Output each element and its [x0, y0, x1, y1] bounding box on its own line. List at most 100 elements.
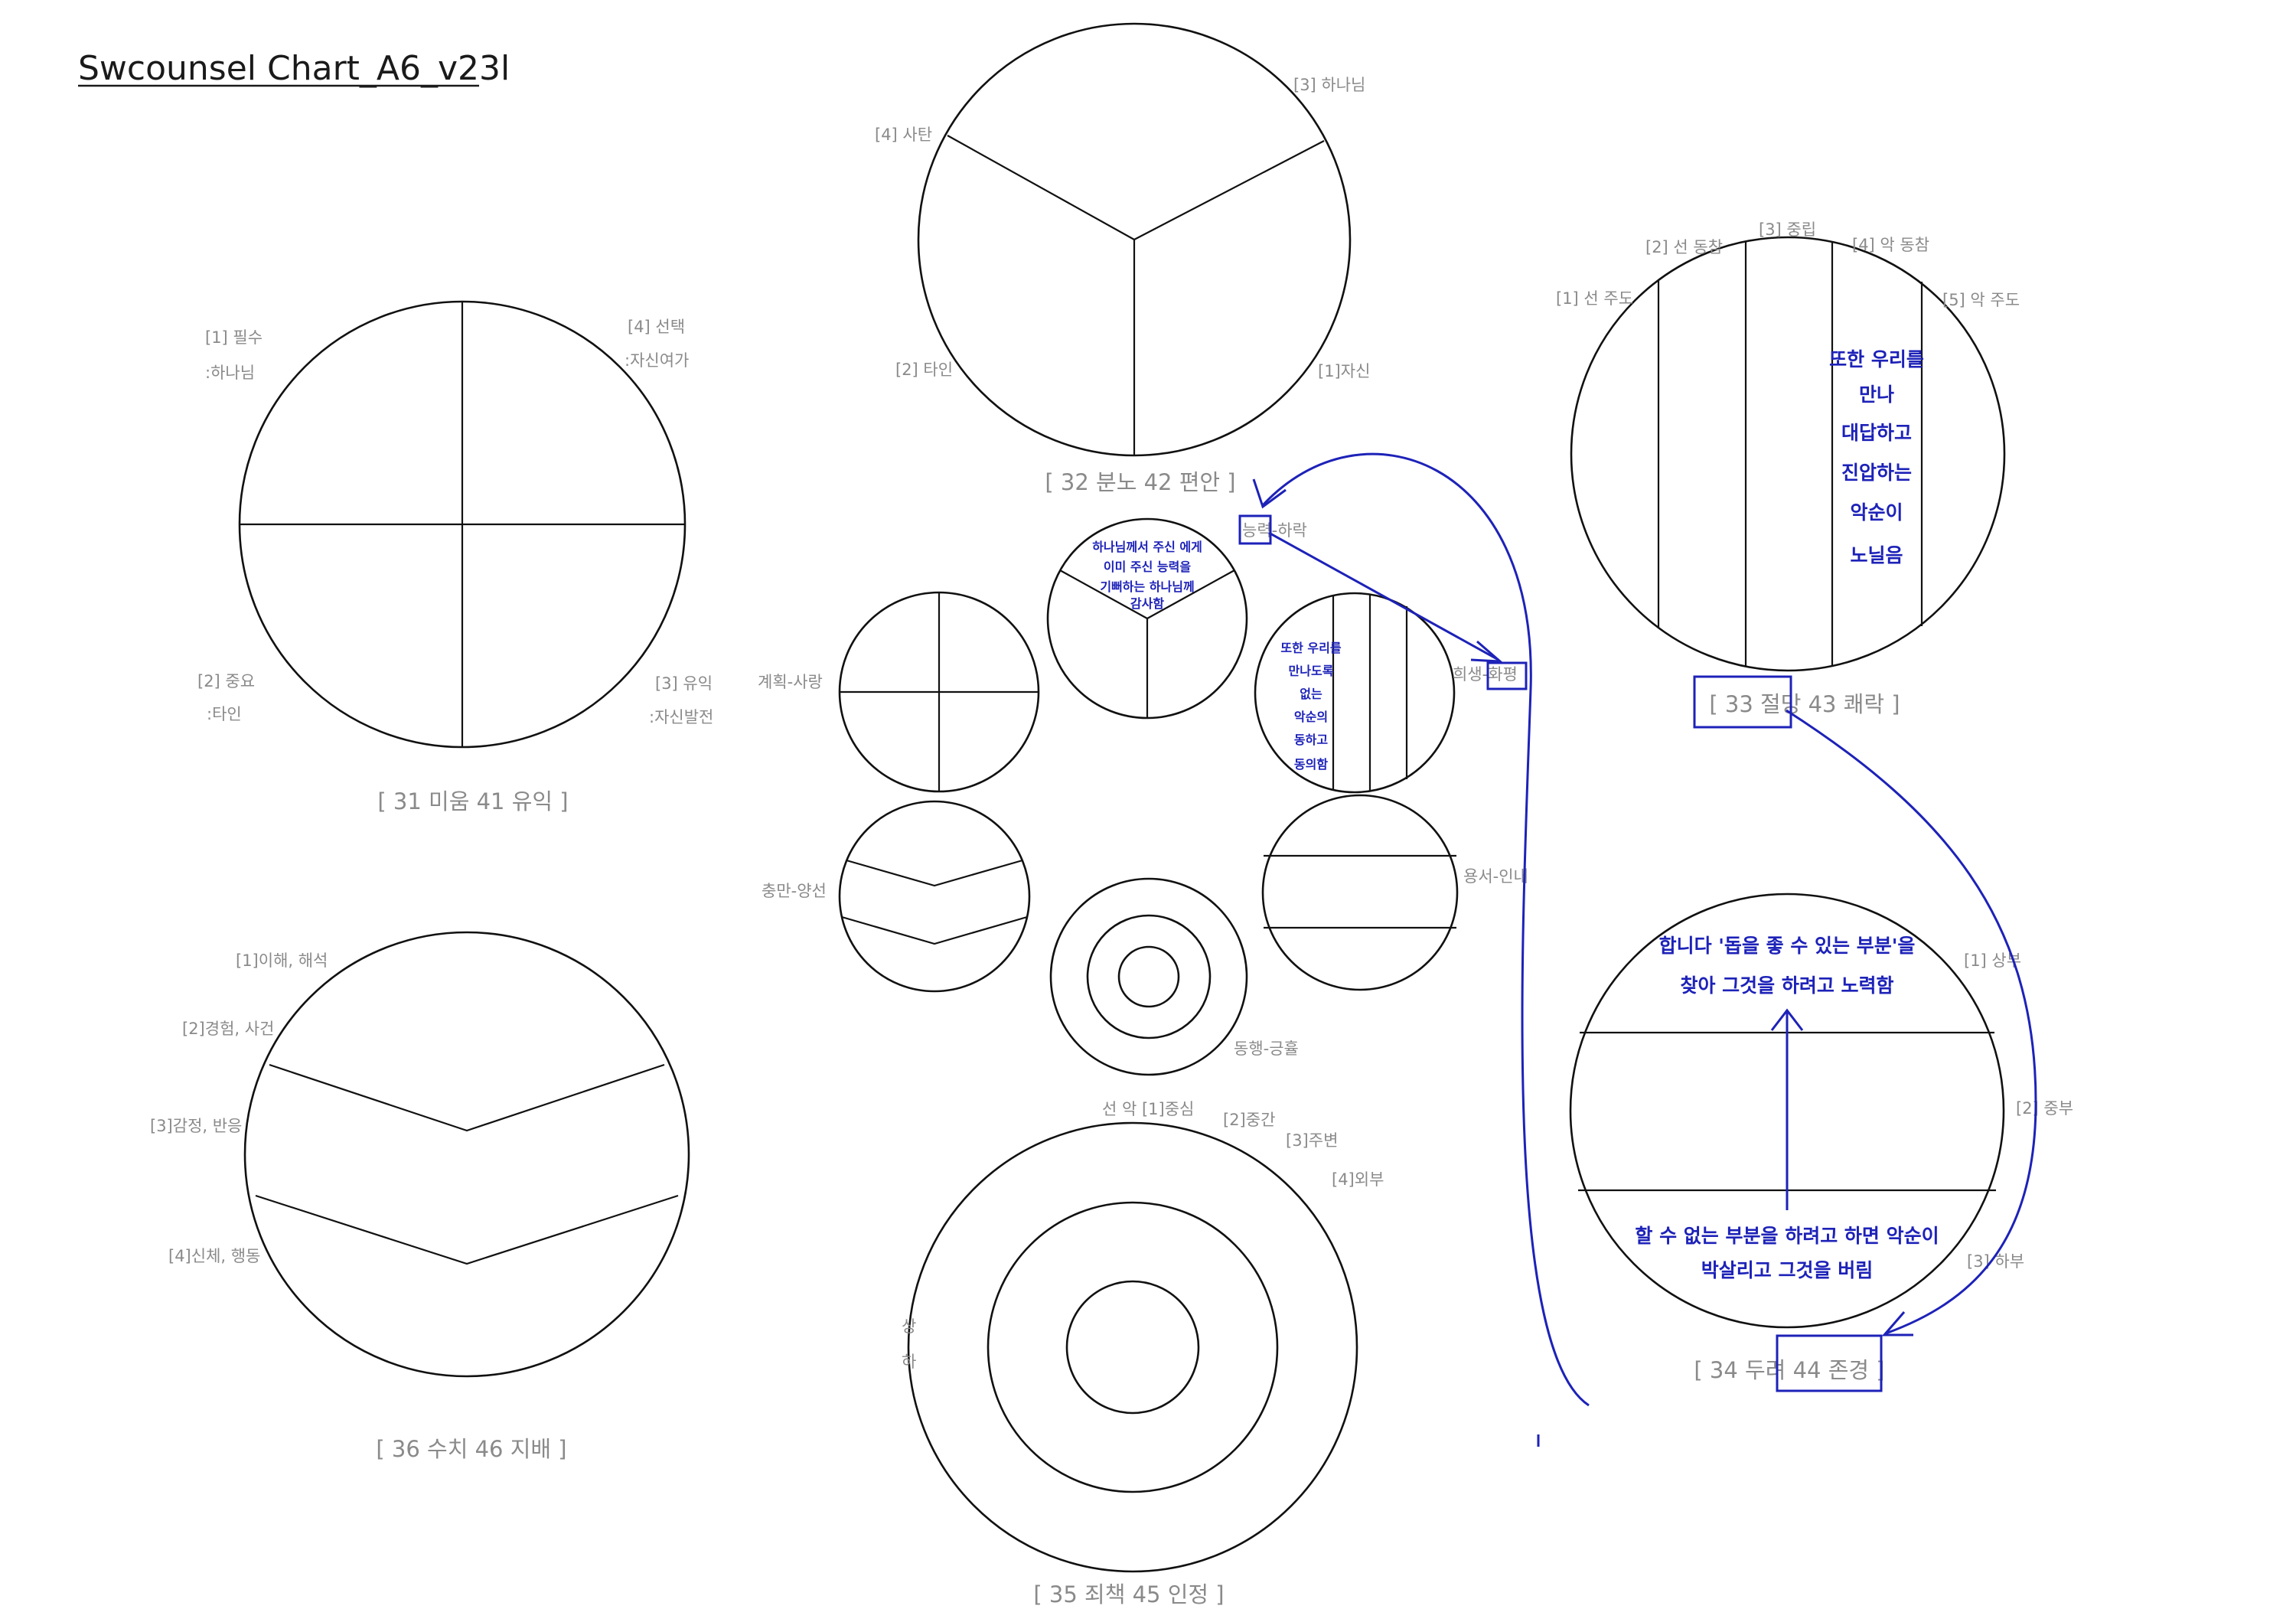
center-lower-left-chevron [846, 859, 1023, 887]
highlight-box-ability [1238, 514, 1272, 545]
note-line: 이미 주신 능력을 [1104, 560, 1191, 574]
chart-31: [1] 필수 :하나님 [4] 선택 :자신여가 [2] 중요 :타인 [3] … [197, 300, 713, 814]
chart-33-col-3: [3] 중립 [1759, 220, 1816, 239]
note-line: 또한 우리를 [1280, 641, 1341, 655]
chart-31-q3-sub: :자신발전 [649, 708, 713, 726]
note-line: 박살리고 그것을 버림 [1701, 1259, 1873, 1281]
center-right-handwritten-note: 또한 우리를 만나도록 없는 악순의 동하고 동의함 [1280, 641, 1341, 772]
chart-35-ring-2: [2]중간 [1223, 1111, 1275, 1129]
center-lower-left-label: 충만-양선 [762, 882, 827, 900]
chart-32: [4] 사탄 [3] 하나님 [2] 타인 [1]자신 [ 32 분노 42 편… [875, 22, 1370, 495]
center-cluster: 하나님께서 주신 에게 이미 주신 능력을 기뻐하는 하나님께 감사함 능력-하… [758, 517, 1528, 1076]
center-bottom-circle-outer [1049, 877, 1248, 1076]
chart-35-up-label: 상 [902, 1317, 916, 1336]
note-line: 합니다 '돕을 좋 수 있는 부분'을 [1659, 935, 1916, 957]
chart-36-caption: [ 36 수치 46 지배 ] [376, 1436, 566, 1462]
note-line: 대답하고 [1841, 422, 1912, 444]
chart-33-col-4: [4] 악 동참 [1852, 236, 1929, 254]
center-top-divider [1059, 569, 1148, 619]
note-line: 할 수 없는 부분을 하려고 하면 악순이 [1635, 1225, 1939, 1247]
arrowhead [1770, 1008, 1804, 1031]
chart-35-ring-3: [3]주변 [1286, 1131, 1338, 1150]
chart-31-q2-sub: :타인 [207, 705, 242, 723]
note-line: 기뻐하는 하나님께 [1100, 579, 1194, 594]
chart-36: [1]이해, 해석 [2]경험, 사건 [3]감정, 반응 [4]신체, 행동 … [150, 931, 690, 1462]
center-bottom-circle-middle [1086, 914, 1212, 1039]
arrowhead [1470, 640, 1504, 663]
chart-31-q3-label: [3] 유익 [655, 674, 713, 693]
center-right-label: 희생-화평 [1453, 665, 1518, 684]
chart-34-handwritten-note: 합니다 '돕을 좋 수 있는 부분'을 찾아 그것을 하려고 노력함 할 수 없… [1635, 935, 1939, 1281]
note-line: 찾아 그것을 하려고 노력함 [1680, 974, 1893, 997]
chart-35-top-label: 선 악 [1]중심 [1102, 1100, 1194, 1118]
center-bottom-label: 동행-긍휼 [1234, 1039, 1299, 1058]
chart-33-circle [1570, 236, 2006, 672]
chart-36-level-3: [3]감정, 반응 [150, 1117, 242, 1135]
chart-36-chevron [255, 1194, 679, 1265]
center-top-divider [1146, 569, 1235, 619]
chart-32-sector-3: [3] 하나님 [1293, 76, 1365, 94]
highlight-box-respect [1776, 1334, 1883, 1392]
note-line: 악순이 [1850, 501, 1903, 524]
center-lower-left-chevron [841, 915, 1028, 945]
arrow-curve-to-respect [1786, 709, 2037, 1335]
chart-32-sector-2: [2] 타인 [895, 361, 953, 379]
arrow-curve-to-ability [1261, 452, 1590, 1407]
note-line: 악순의 [1294, 710, 1328, 724]
chart-35-ring-4: [4]외부 [1332, 1170, 1384, 1189]
chart-32-sector-4: [4] 사탄 [875, 126, 932, 144]
chart-32-divider-left [947, 135, 1135, 240]
chart-36-chevron [269, 1063, 665, 1132]
page-title: Swcounsel Chart_A6_v23l [78, 49, 510, 88]
chart-31-q2-label: [2] 중요 [197, 672, 255, 690]
chart-36-level-1: [1]이해, 해석 [236, 951, 328, 970]
chart-33-col-5: [5] 악 주도 [1942, 291, 2020, 309]
chart-36-level-4: [4]신체, 행동 [168, 1247, 260, 1265]
note-line: 노닐음 [1850, 544, 1903, 566]
arrowhead [1252, 478, 1287, 509]
chart-34: [1] 상부 [2] 중부 [3] 하부 합니다 '돕을 좋 수 있는 부분'을… [1569, 893, 2073, 1383]
chart-31-q1-label: [1] 필수 [205, 328, 263, 347]
chart-31-q1-sub: :하나님 [205, 364, 255, 382]
note-line: 만나 [1859, 383, 1894, 406]
note-line: 동의함 [1294, 757, 1328, 772]
chart-31-caption: [ 31 미움 41 유익 ] [377, 788, 568, 814]
center-lower-right-circle [1261, 794, 1459, 991]
chart-34-circle [1569, 893, 2005, 1329]
note-line: 없는 [1300, 687, 1322, 701]
chart-33: [1] 선 주도 [2] 선 동참 [3] 중립 [4] 악 동참 [5] 악 … [1556, 220, 2020, 717]
chart-32-sector-1: [1]자신 [1318, 362, 1370, 380]
chart-35-circle-middle [987, 1201, 1279, 1493]
chart-36-level-2: [2]경험, 사건 [182, 1020, 274, 1038]
chart-32-caption: [ 32 분노 42 편안 ] [1045, 469, 1235, 495]
chart-35-circle-inner [1065, 1280, 1200, 1415]
center-right-circle [1254, 592, 1456, 794]
blue-annotations [1238, 452, 2037, 1447]
chart-34-row-2: [2] 중부 [2016, 1099, 2073, 1118]
center-bottom-circle-inner [1117, 945, 1180, 1008]
chart-31-q4-sub: :자신여가 [625, 351, 689, 370]
chart-36-circle [243, 931, 690, 1378]
note-line: 하나님께서 주신 에게 [1092, 540, 1202, 554]
note-line: 만나도록 [1289, 664, 1334, 678]
note-line: 동하고 [1294, 733, 1328, 747]
note-line: 또한 우리를 [1829, 348, 1924, 370]
center-lower-right-label: 용서-인내 [1463, 867, 1528, 886]
chart-31-q4-label: [4] 선택 [628, 318, 685, 336]
chart-34-caption: [ 34 두려 44 존경 ] [1694, 1357, 1884, 1383]
center-left-label: 계획-사랑 [758, 673, 823, 691]
arrowhead [1881, 1311, 1913, 1336]
chart-35: 선 악 [1]중심 [2]중간 [3]주변 [4]외부 상 하 [ 35 죄책 … [902, 1100, 1384, 1607]
chart-33-caption: [ 33 절망 43 쾌락 ] [1709, 691, 1900, 717]
center-top-handwritten-note: 하나님께서 주신 에게 이미 주신 능력을 기뻐하는 하나님께 감사함 [1092, 540, 1202, 611]
chart-35-circle-outer [907, 1121, 1358, 1573]
highlight-box-peace [1486, 661, 1528, 690]
note-line: 감사함 [1130, 596, 1164, 611]
note-line: 진압하는 [1841, 462, 1912, 484]
chart-33-handwritten-note: 또한 우리를 만나 대답하고 진압하는 악순이 노닐음 [1829, 348, 1924, 566]
arrow-ability-to-peace [1268, 531, 1499, 661]
center-lower-left-circle [838, 800, 1031, 993]
highlight-box-despair [1693, 675, 1792, 729]
chart-33-col-2: [2] 선 동참 [1645, 238, 1723, 256]
